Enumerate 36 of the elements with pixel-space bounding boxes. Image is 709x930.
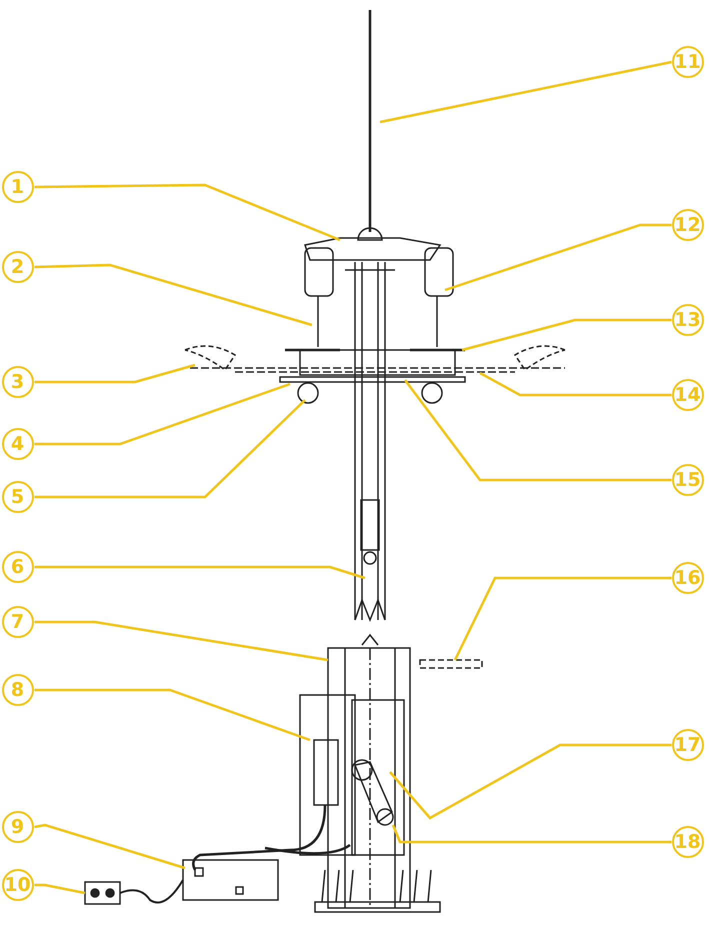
leader-line bbox=[454, 576, 672, 661]
callout-number: 6 bbox=[2, 550, 34, 582]
leader-line bbox=[34, 264, 312, 326]
leader-line bbox=[34, 824, 186, 870]
leader-line bbox=[34, 184, 340, 242]
leader-line bbox=[34, 688, 310, 742]
callout-number: 15 bbox=[672, 464, 704, 496]
leader-line bbox=[479, 372, 672, 396]
leader-line bbox=[34, 566, 366, 580]
callout-number: 10 bbox=[2, 868, 34, 900]
callout-number: 9 bbox=[2, 810, 34, 842]
leader-line bbox=[34, 884, 86, 894]
leader-line bbox=[389, 744, 672, 820]
leader-line bbox=[34, 364, 196, 384]
callout-number: 2 bbox=[2, 250, 34, 282]
leader-line bbox=[34, 399, 306, 498]
leader-line bbox=[444, 224, 672, 292]
callout-number: 3 bbox=[2, 366, 34, 398]
callout-number: 1 bbox=[2, 170, 34, 202]
callout-number: 7 bbox=[2, 606, 34, 638]
callout-number: 4 bbox=[2, 428, 34, 460]
callout-number: 12 bbox=[672, 208, 704, 240]
callout-number: 5 bbox=[2, 480, 34, 512]
leader-line bbox=[380, 60, 672, 124]
leader-line bbox=[34, 620, 328, 662]
leader-line bbox=[34, 382, 290, 446]
leader-line bbox=[392, 824, 672, 844]
callout-number: 17 bbox=[672, 728, 704, 760]
callout-number: 18 bbox=[672, 826, 704, 858]
callout-number: 13 bbox=[672, 304, 704, 336]
callout-number: 16 bbox=[672, 562, 704, 594]
callout-number: 8 bbox=[2, 674, 34, 706]
callout-number: 14 bbox=[672, 378, 704, 410]
leader-line bbox=[462, 318, 672, 352]
leader-line bbox=[404, 379, 672, 482]
callout-number: 11 bbox=[672, 46, 704, 78]
